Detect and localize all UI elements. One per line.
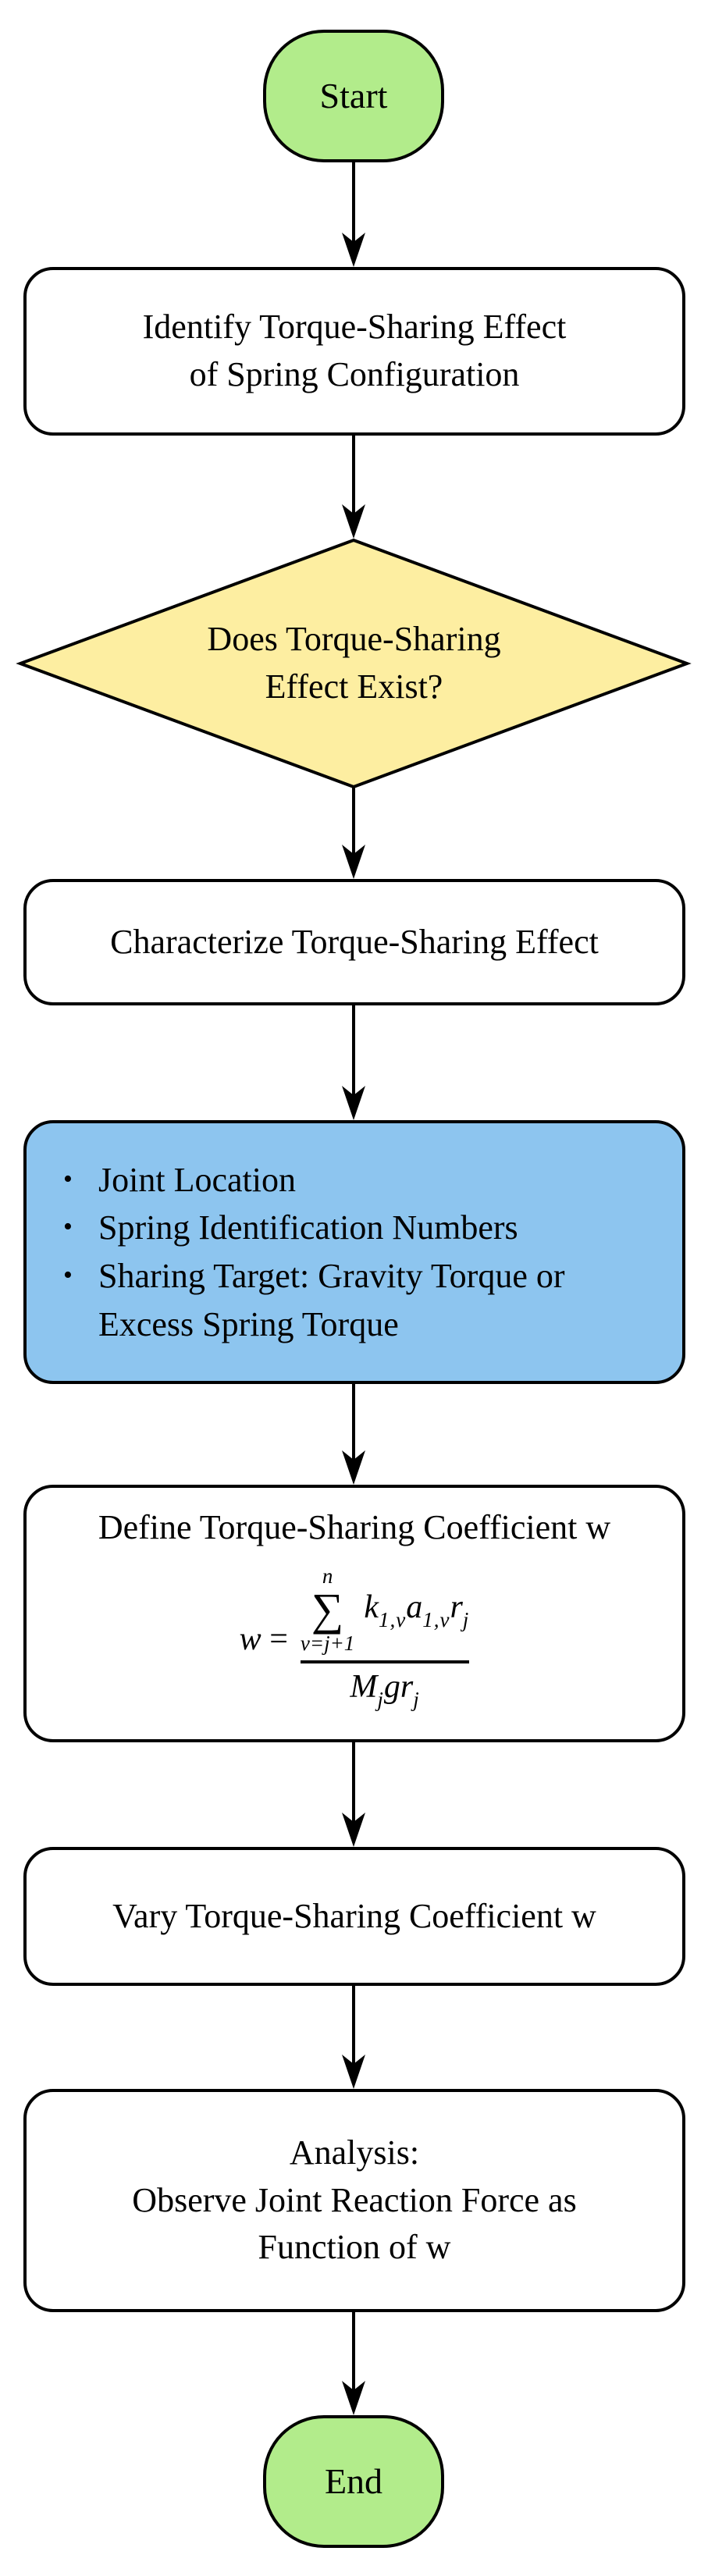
arrow-shaft	[352, 436, 355, 515]
arrowhead-down-icon	[342, 233, 365, 267]
arrow-shaft	[352, 787, 355, 856]
arrow-shaft	[352, 1742, 355, 1823]
identify-process-box: Identify Torque-Sharing Effect of Spring…	[23, 267, 685, 436]
list-item-text: Joint Location	[98, 1160, 296, 1199]
list-item-text: Sharing Target: Gravity Torque or Excess…	[98, 1257, 565, 1343]
analysis-label: Analysis: Observe Joint Reaction Force a…	[132, 2133, 577, 2267]
flow-arrow-4	[338, 1005, 369, 1120]
define-coefficient-box: Define Torque-Sharing Coefficient w w = …	[23, 1485, 685, 1742]
flow-arrow-3	[338, 787, 369, 879]
bullet-dot-icon: •	[63, 1212, 73, 1242]
torque-sharing-formula: w = n ∑ v=j+1 k1,va1,vrj Mjgrj	[240, 1550, 470, 1739]
flow-arrow-8	[338, 2312, 369, 2415]
decision-label: Does Torque-Sharing Effect Exist?	[207, 620, 501, 706]
list-item: • Joint Location	[52, 1156, 651, 1204]
parameters-list: • Joint Location • Spring Identification…	[27, 1123, 682, 1381]
arrowhead-down-icon	[342, 1450, 365, 1485]
vary-process-box: Vary Torque-Sharing Coefficient w	[23, 1847, 685, 1986]
formula-fraction: n ∑ v=j+1 k1,va1,vrj Mjgrj	[300, 1564, 470, 1712]
arrow-shaft	[352, 2312, 355, 2392]
formula-numerator: n ∑ v=j+1 k1,va1,vrj	[300, 1564, 470, 1656]
start-terminal: Start	[263, 30, 444, 162]
arrowhead-down-icon	[342, 1813, 365, 1847]
arrow-shaft	[352, 1986, 355, 2065]
summation: n ∑ v=j+1	[300, 1564, 355, 1656]
end-terminal: End	[263, 2415, 444, 2548]
arrow-shaft	[352, 162, 355, 244]
end-label: End	[324, 2461, 383, 2502]
analysis-process-box: Analysis: Observe Joint Reaction Force a…	[23, 2089, 685, 2312]
flow-arrow-1	[338, 162, 369, 267]
fraction-bar	[300, 1660, 470, 1664]
arrow-shaft	[352, 1384, 355, 1461]
define-title: Define Torque-Sharing Coefficient w	[98, 1508, 611, 1546]
decision-diamond: Does Torque-Sharing Effect Exist?	[0, 537, 708, 790]
formula-lhs: w =	[239, 1621, 288, 1657]
arrowhead-down-icon	[342, 845, 365, 879]
arrow-shaft	[352, 1005, 355, 1097]
start-label: Start	[319, 76, 388, 116]
arrowhead-down-icon	[342, 2381, 365, 2415]
formula-denominator: Mjgrj	[350, 1669, 420, 1712]
flow-arrow-5	[338, 1384, 369, 1485]
identify-label: Identify Torque-Sharing Effect of Spring…	[142, 308, 567, 393]
sum-lower-limit: v=j+1	[300, 1631, 355, 1656]
flow-arrow-6	[338, 1742, 369, 1847]
list-item-text: Spring Identification Numbers	[98, 1208, 518, 1247]
bullet-dot-icon: •	[63, 1164, 73, 1194]
list-item: • Spring Identification Numbers	[52, 1204, 651, 1252]
characterize-process-box: Characterize Torque-Sharing Effect	[23, 879, 685, 1005]
sum-upper-limit: n	[322, 1564, 333, 1588]
flow-arrow-2	[338, 436, 369, 539]
characterize-label: Characterize Torque-Sharing Effect	[110, 922, 599, 961]
bullet-dot-icon: •	[63, 1261, 73, 1290]
arrowhead-down-icon	[342, 2055, 365, 2089]
sigma-icon: ∑	[311, 1583, 344, 1635]
vary-label: Vary Torque-Sharing Coefficient w	[112, 1896, 596, 1935]
flow-arrow-7	[338, 1986, 369, 2089]
numerator-terms: k1,va1,vrj	[364, 1589, 470, 1631]
parameters-highlight-box: • Joint Location • Spring Identification…	[23, 1120, 685, 1384]
arrowhead-down-icon	[342, 504, 365, 539]
list-item: • Sharing Target: Gravity Torque or Exce…	[52, 1252, 651, 1348]
arrowhead-down-icon	[342, 1086, 365, 1120]
